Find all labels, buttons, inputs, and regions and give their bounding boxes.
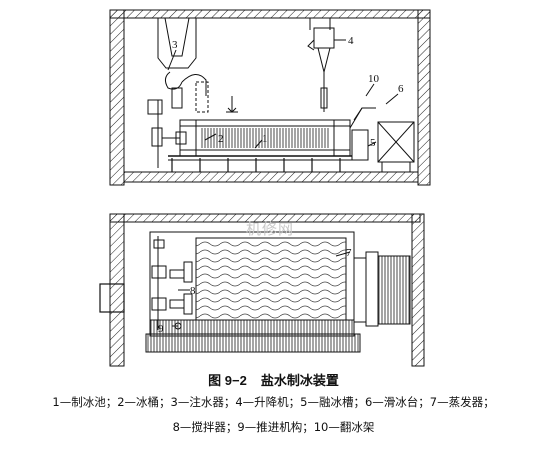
stirrer-motor — [147, 99, 163, 115]
callout-5: 5 — [370, 137, 376, 149]
callout-4: 4 — [348, 35, 354, 47]
water-injector — [164, 71, 183, 90]
callout-8: 8 — [190, 285, 196, 297]
watermark: 机修网 — [246, 220, 295, 238]
melting-trough — [351, 129, 369, 161]
elevation-view — [109, 9, 431, 186]
water-injector-frame — [157, 18, 197, 69]
figure-title: 盐水制冰装置 — [260, 374, 339, 389]
legend-line-2: 8—搅拌器；9—推进机构；10—翻冰架 — [172, 420, 375, 434]
ceiling — [109, 9, 431, 19]
floor — [123, 171, 419, 183]
propulsion-mechanism — [145, 333, 361, 353]
ice-slide — [377, 121, 415, 163]
stirrer — [183, 261, 193, 283]
hoist — [313, 27, 335, 49]
ice-making-diagram: 2 1 3 4 5 6 10 — [99, 9, 431, 367]
evaporator — [195, 237, 347, 321]
right-wall — [417, 9, 431, 186]
callout-10: 10 — [368, 73, 380, 85]
tipping-frame — [349, 107, 376, 129]
callout-7: 7 — [346, 247, 352, 259]
callout-2: 2 — [218, 133, 224, 145]
callout-1: 1 — [262, 133, 268, 145]
callout-9: 9 — [158, 323, 164, 335]
left-wall — [109, 9, 125, 186]
callout-3: 3 — [172, 39, 178, 51]
plan-view — [99, 213, 425, 367]
legend-line-1: 1—制冰池；2—冰桶；3—注水器；4—升降机；5—融冰槽；6—滑冰台；7—蒸发器… — [52, 395, 495, 409]
figure-caption: 图 9−2 盐水制冰装置 — [0, 370, 547, 389]
figure-number: 图 9−2 — [208, 373, 247, 388]
callout-6: 6 — [398, 83, 404, 95]
